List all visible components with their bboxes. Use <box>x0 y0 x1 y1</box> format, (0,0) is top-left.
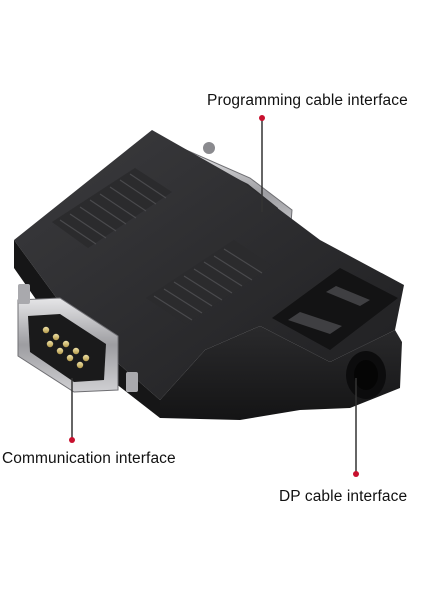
dp-cable-label: DP cable interface <box>279 488 408 505</box>
callout-dp <box>353 378 359 477</box>
dp-cable-hole <box>346 351 386 399</box>
communication-port <box>17 284 138 393</box>
ribbed-panel-front <box>146 240 272 324</box>
programming-cable-label: Programming cable interface <box>207 92 408 109</box>
connector-front-face <box>14 240 160 418</box>
callout-programming <box>259 115 265 212</box>
cable-channel <box>272 268 398 350</box>
connector-right-body <box>160 326 402 420</box>
ribbed-panel-rear <box>52 168 172 248</box>
callout-communication <box>69 378 75 443</box>
communication-interface-label: Communication interface <box>2 450 176 467</box>
